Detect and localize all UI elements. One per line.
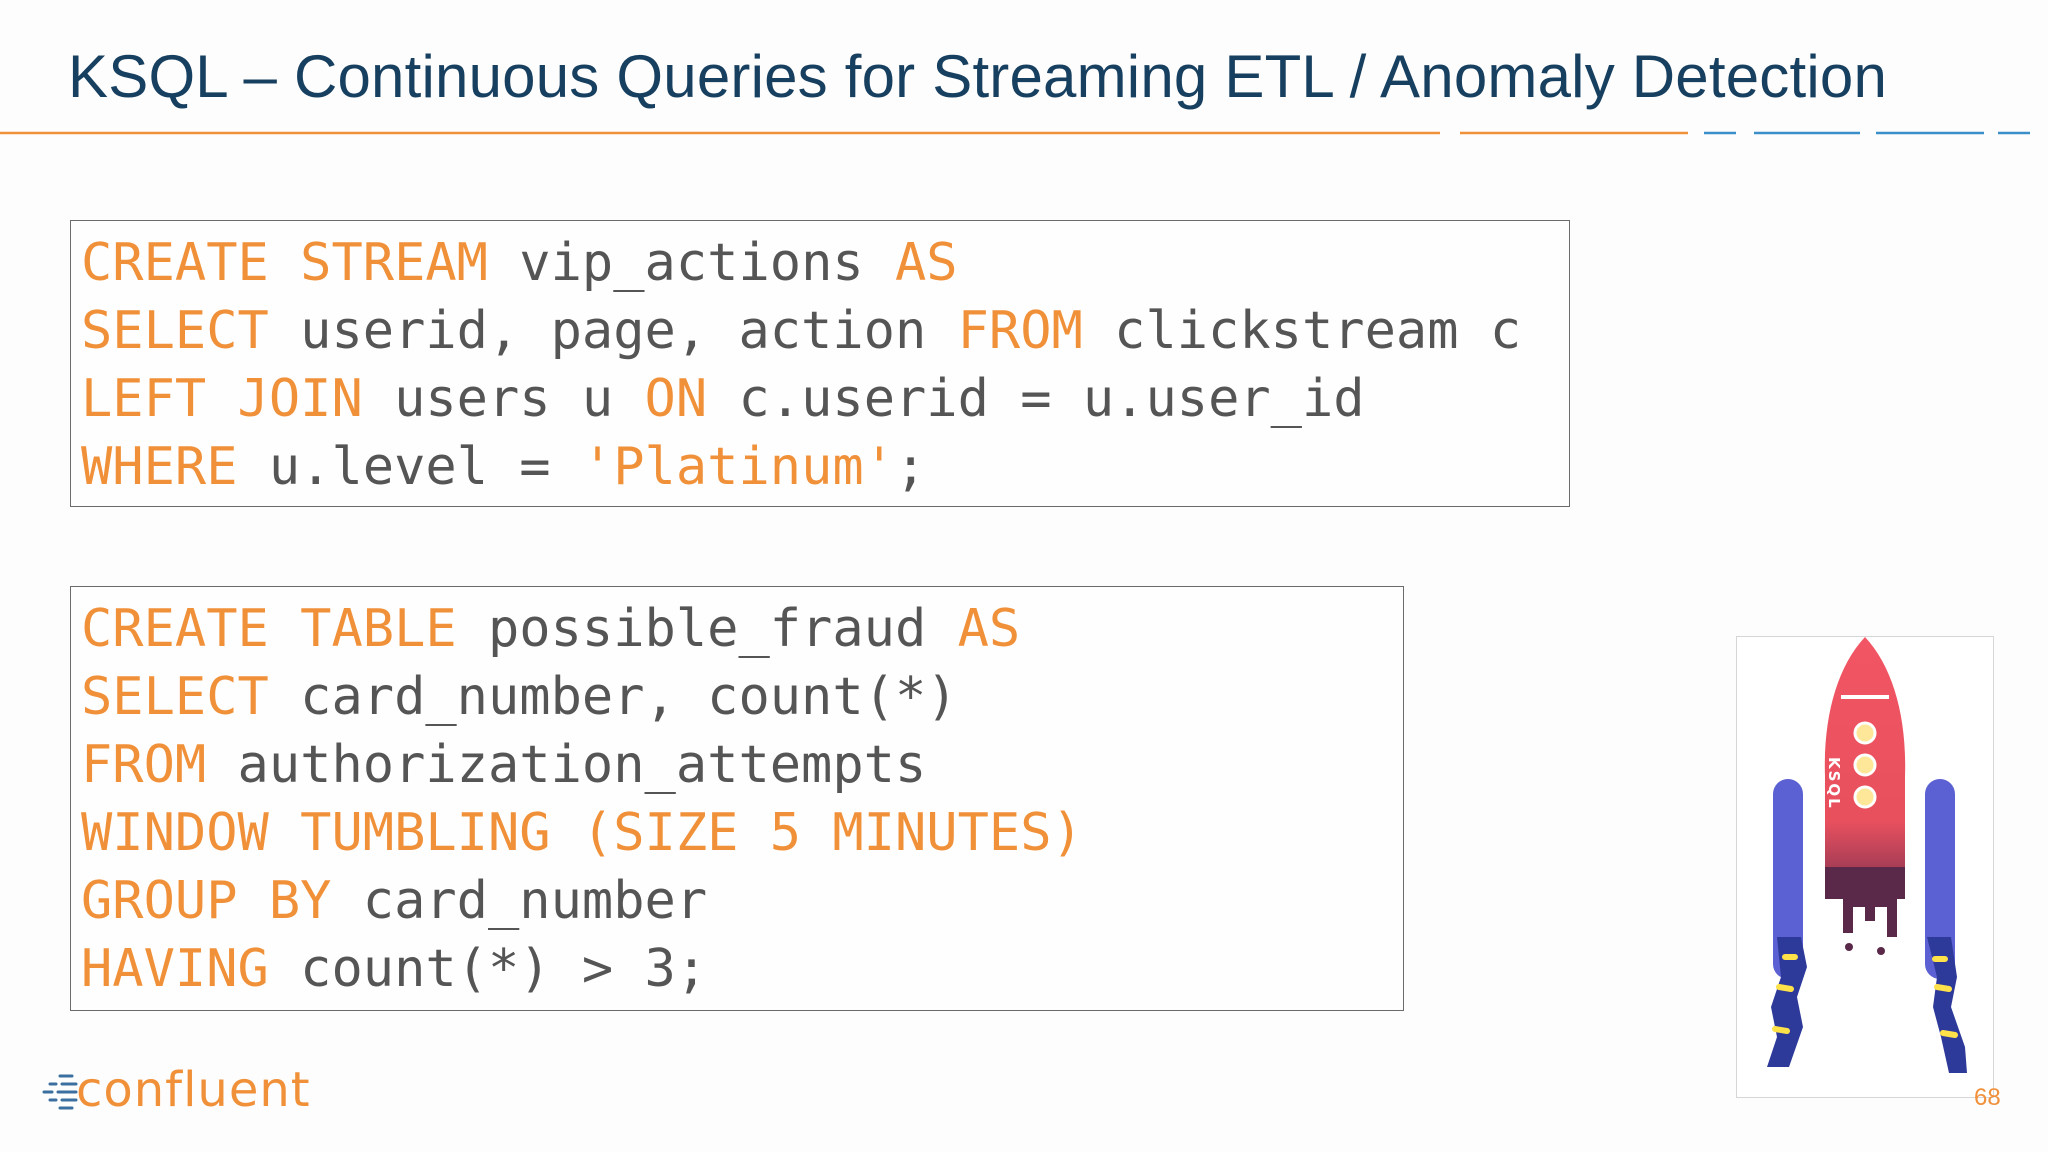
code-keyword: SELECT: [81, 667, 269, 727]
code-keyword: ON: [644, 369, 708, 429]
code-text: possible_fraud: [456, 599, 958, 659]
confluent-logo: confluent: [42, 1062, 342, 1122]
code-line: LEFT JOIN users u ON c.userid = u.user_i…: [81, 365, 1569, 433]
code-text: vip_actions: [488, 233, 895, 293]
confluent-logo-icon: [42, 1074, 78, 1110]
code-line: SELECT userid, page, action FROM clickst…: [81, 297, 1569, 365]
code-text: authorization_attempts: [206, 735, 927, 795]
code-string: 'Platinum': [581, 437, 895, 497]
code-line: CREATE TABLE possible_fraud AS: [81, 595, 1403, 663]
code-keyword: FROM: [81, 735, 207, 795]
code-line: WHERE u.level = 'Platinum';: [81, 433, 1569, 501]
code-keyword: GROUP BY: [81, 871, 332, 931]
code-text: clickstream c: [1082, 301, 1522, 361]
code-line: WINDOW TUMBLING (SIZE 5 MINUTES): [81, 799, 1403, 867]
code-keyword: AS: [895, 233, 958, 293]
slide-title: KSQL – Continuous Queries for Streaming …: [68, 43, 1888, 110]
ksql-rocket-icon: KSQL: [1767, 637, 1967, 1073]
code-keyword: FROM: [957, 301, 1083, 361]
code-line: CREATE STREAM vip_actions AS: [81, 229, 1569, 297]
code-text: card_number: [331, 871, 708, 931]
code-line: GROUP BY card_number: [81, 867, 1403, 935]
code-text: count(*) > 3;: [268, 939, 708, 999]
code-keyword: WHERE: [81, 437, 238, 497]
code-keyword: LEFT JOIN: [81, 369, 363, 429]
confluent-wordmark: confluent: [76, 1062, 311, 1118]
code-keyword: WINDOW TUMBLING (SIZE 5 MINUTES): [81, 803, 1083, 863]
code-keyword: AS: [957, 599, 1021, 659]
code-line: SELECT card_number, count(*): [81, 663, 1403, 731]
code-text: ;: [895, 437, 927, 497]
code-keyword: HAVING: [81, 939, 269, 999]
code-keyword: CREATE STREAM: [81, 233, 488, 293]
code-text: users u: [362, 369, 645, 429]
code-text: userid, page, action: [268, 301, 958, 361]
title-divider: [0, 131, 2030, 135]
code-line: HAVING count(*) > 3;: [81, 935, 1403, 1003]
code-text: card_number, count(*): [268, 667, 958, 727]
code-keyword: CREATE TABLE: [81, 599, 457, 659]
page-number: 68: [1974, 1084, 2001, 1111]
code-text: u.level =: [237, 437, 582, 497]
rocket-label: KSQL: [1825, 757, 1843, 810]
code-text: c.userid = u.user_id: [707, 369, 1365, 429]
code-line: FROM authorization_attempts: [81, 731, 1403, 799]
ksql-rocket-illustration: KSQL: [1736, 636, 1994, 1098]
code-keyword: SELECT: [81, 301, 269, 361]
